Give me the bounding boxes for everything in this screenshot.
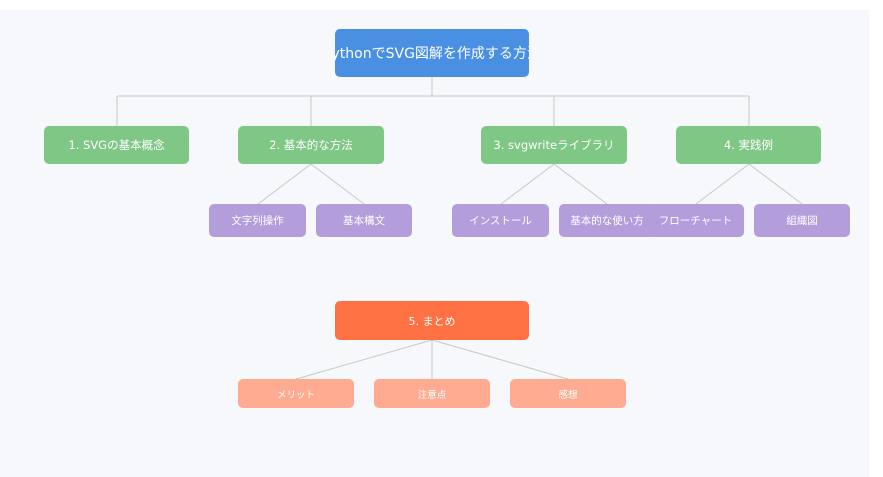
leaf-node-org-chart: 組織図 bbox=[754, 204, 850, 237]
connector-s2-c1 bbox=[257, 163, 312, 205]
section-node-basic-methods: 2. 基本的な方法 bbox=[238, 126, 384, 164]
summary-node: 5. まとめ bbox=[335, 301, 529, 340]
connector-s4-c2 bbox=[748, 163, 803, 205]
section-node-svg-basics: 1. SVGの基本概念 bbox=[44, 126, 189, 164]
leaf-node-basic-syntax: 基本構文 bbox=[316, 204, 412, 237]
summary-leaf-caution: 注意点 bbox=[374, 379, 490, 408]
section-node-practice: 4. 実践例 bbox=[676, 126, 821, 164]
connector-sum-c3 bbox=[431, 339, 569, 380]
connector-sum-c1 bbox=[295, 339, 433, 380]
leaf-node-install: インストール bbox=[452, 204, 549, 237]
connector-s3-c2 bbox=[553, 163, 608, 205]
connector-s3-c1 bbox=[500, 163, 555, 205]
summary-leaf-impression: 感想 bbox=[510, 379, 626, 408]
leaf-node-basic-usage: 基本的な使い方 bbox=[559, 204, 655, 237]
leaf-node-string-ops: 文字列操作 bbox=[209, 204, 306, 237]
connector-s2-c2 bbox=[310, 163, 365, 205]
root-node: PythonでSVG図解を作成する方法 bbox=[335, 29, 529, 77]
connector-s4-c1 bbox=[695, 163, 750, 205]
leaf-node-flowchart: フローチャート bbox=[647, 204, 744, 237]
summary-leaf-merit: メリット bbox=[238, 379, 354, 408]
section-node-svgwrite: 3. svgwriteライブラリ bbox=[481, 126, 627, 164]
